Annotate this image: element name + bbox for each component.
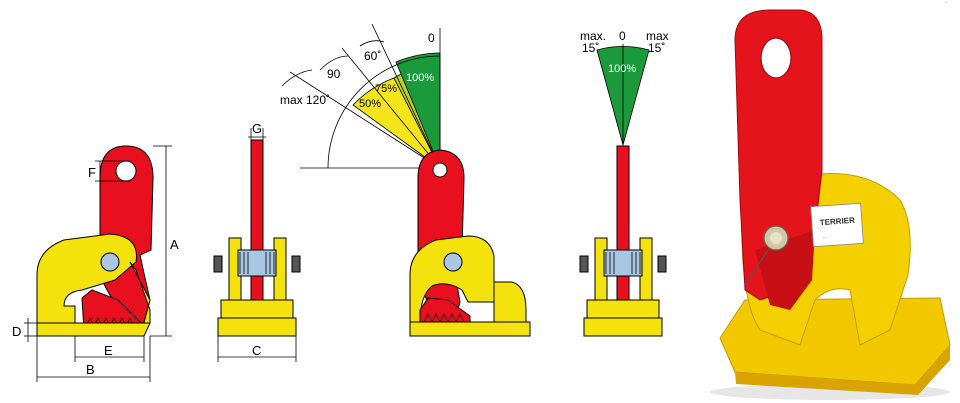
angle-120-label: max 120˚ xyxy=(280,93,330,107)
tilt-angle-diagram: 100% max. 15˚ 0 max 15˚ xyxy=(579,29,669,337)
dim-label-g: G xyxy=(252,121,262,136)
angle-60-label: 60˚ xyxy=(364,49,381,63)
sector-50-label: 50% xyxy=(359,98,381,110)
tilt-right-max-label: max xyxy=(646,29,669,43)
tilt-left-max-label: max. xyxy=(580,29,606,43)
dim-label-c: C xyxy=(252,343,261,358)
angle-90-label: 90 xyxy=(327,67,341,81)
tilt-right-deg-label: 15˚ xyxy=(648,41,665,55)
tilt-left-deg-label: 15˚ xyxy=(582,41,599,55)
dim-label-a: A xyxy=(170,237,179,252)
lifting-angle-diagram: 100% 75% 50% 0 60˚ 90 max 120˚ xyxy=(280,23,531,337)
tilt-sector-label: 100% xyxy=(608,63,636,75)
dim-label-d: D xyxy=(12,324,21,339)
dim-label-f: F xyxy=(88,165,96,180)
tilt-zero-label: 0 xyxy=(619,29,626,43)
svg-text:`: ` xyxy=(945,1,948,10)
brand-label: TERRIER xyxy=(819,216,855,227)
sector-75-label: 75% xyxy=(375,83,397,95)
clamp-product-photo: TERRIER ... ` xyxy=(710,1,951,400)
brand-subtext: ... xyxy=(823,234,828,240)
clamp-front-view: G C xyxy=(213,121,301,362)
dim-label-e: E xyxy=(104,343,113,358)
clamp-side-view: A F D E B xyxy=(12,145,179,382)
dim-label-b: B xyxy=(86,362,95,377)
sector-100-label: 100% xyxy=(406,72,434,84)
angle-0-label: 0 xyxy=(428,31,435,45)
